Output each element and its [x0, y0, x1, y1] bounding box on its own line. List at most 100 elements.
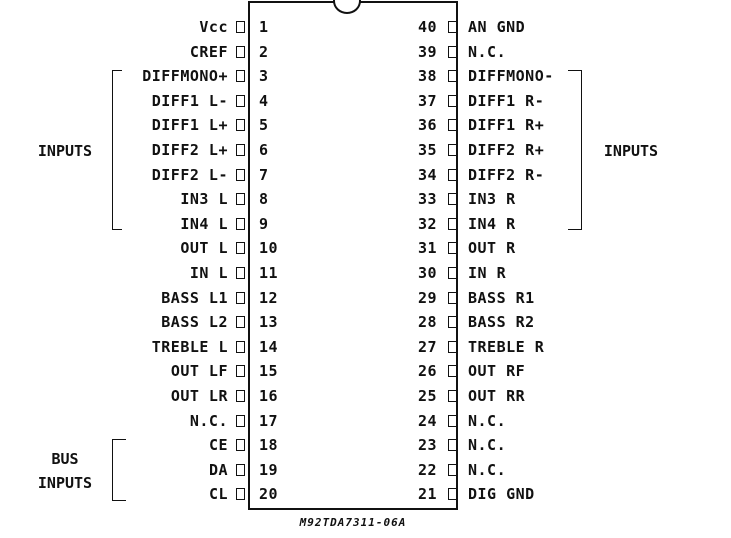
pin-box [448, 169, 457, 181]
pin-number: 14 [259, 338, 279, 356]
pin-box [448, 292, 457, 304]
pin-box [448, 415, 457, 427]
pin-box [236, 218, 245, 230]
pin-number: 34 [417, 166, 437, 184]
pin-box [236, 316, 245, 328]
pin-box [448, 242, 457, 254]
pin-number: 13 [259, 313, 279, 331]
pin-number: 15 [259, 362, 279, 380]
pin-number: 11 [259, 264, 279, 282]
pin-box [236, 488, 245, 500]
pin-label: DIFF2 R- [468, 166, 545, 184]
pin-label: DIFF1 R- [468, 92, 545, 110]
pin-label: DIFF2 L+ [151, 141, 228, 159]
left-pin-row: BASS L2 13 [0, 312, 290, 332]
pin-label: IN R [468, 264, 507, 282]
inputs-left-label: INPUTS [37, 142, 93, 160]
pin-label: TREBLE R [468, 338, 545, 356]
pin-box [236, 193, 245, 205]
pin-box [448, 390, 457, 402]
pin-number: 26 [417, 362, 437, 380]
pin-number: 32 [417, 215, 437, 233]
left-pin-row: DIFF2 L+ 6 [0, 140, 290, 160]
pin-number: 25 [417, 387, 437, 405]
pin-number: 6 [259, 141, 269, 159]
chip-outline-top-right [360, 1, 458, 3]
pin-number: 35 [417, 141, 437, 159]
pin-label: N.C. [468, 461, 507, 479]
pin-label: BASS L2 [161, 313, 228, 331]
pin-label: BASS R2 [468, 313, 535, 331]
pin-label: CREF [189, 43, 228, 61]
pin-label: IN4 R [468, 215, 516, 233]
pin-label: Vcc [199, 18, 228, 36]
pin-number: 28 [417, 313, 437, 331]
pin-number: 16 [259, 387, 279, 405]
pin-label: CL [208, 485, 228, 503]
pin-label: DIFF2 R+ [468, 141, 545, 159]
inputs-left-bracket [112, 70, 122, 230]
pin-number: 36 [417, 116, 437, 134]
pin-number: 1 [259, 18, 269, 36]
pin-box [236, 95, 245, 107]
inputs-right-bracket [568, 70, 582, 230]
pin-label: DIG GND [468, 485, 535, 503]
pin-label: DIFF1 L- [151, 92, 228, 110]
pin-box [448, 365, 457, 377]
pin-number: 33 [417, 190, 437, 208]
left-pin-row: DIFF2 L-7 [0, 165, 290, 185]
pin-box [448, 218, 457, 230]
pin-box [236, 46, 245, 58]
pin-number: 8 [259, 190, 269, 208]
pin-number: 4 [259, 92, 269, 110]
chip-body [248, 2, 458, 510]
pin-number: 40 [417, 18, 437, 36]
pin-number: 12 [259, 289, 279, 307]
figure-caption: M92TDA7311-06A [299, 516, 407, 529]
left-pin-row: DIFF1 L- 4 [0, 91, 290, 111]
pin-number: 3 [259, 67, 269, 85]
pin-box [448, 46, 457, 58]
pin-number: 20 [259, 485, 279, 503]
bus-label: BUS [51, 450, 79, 468]
pin-box [236, 144, 245, 156]
left-pin-row: IN L 11 [0, 263, 290, 283]
pin-label: OUT RF [468, 362, 526, 380]
pin-number: 37 [417, 92, 437, 110]
pin-box [236, 439, 245, 451]
pin-number: 29 [417, 289, 437, 307]
pin-number: 23 [417, 436, 437, 454]
pin-number: 9 [259, 215, 269, 233]
pin-number: 18 [259, 436, 279, 454]
inputs-right-label: INPUTS [603, 142, 659, 160]
pin-label: DIFF1 L+ [151, 116, 228, 134]
pin-label: AN GND [468, 18, 526, 36]
pin-label: N.C. [468, 412, 507, 430]
pin-label: N.C. [468, 43, 507, 61]
pin-box [448, 144, 457, 156]
pin-box [448, 70, 457, 82]
pin-label: IN L [189, 264, 228, 282]
pin-box [236, 119, 245, 131]
pin-label: DIFF2 L- [151, 166, 228, 184]
pin-number: 5 [259, 116, 269, 134]
pin-box [236, 464, 245, 476]
pin-label: IN3 R [468, 190, 516, 208]
pin-number: 22 [417, 461, 437, 479]
pin-number: 10 [259, 239, 279, 257]
